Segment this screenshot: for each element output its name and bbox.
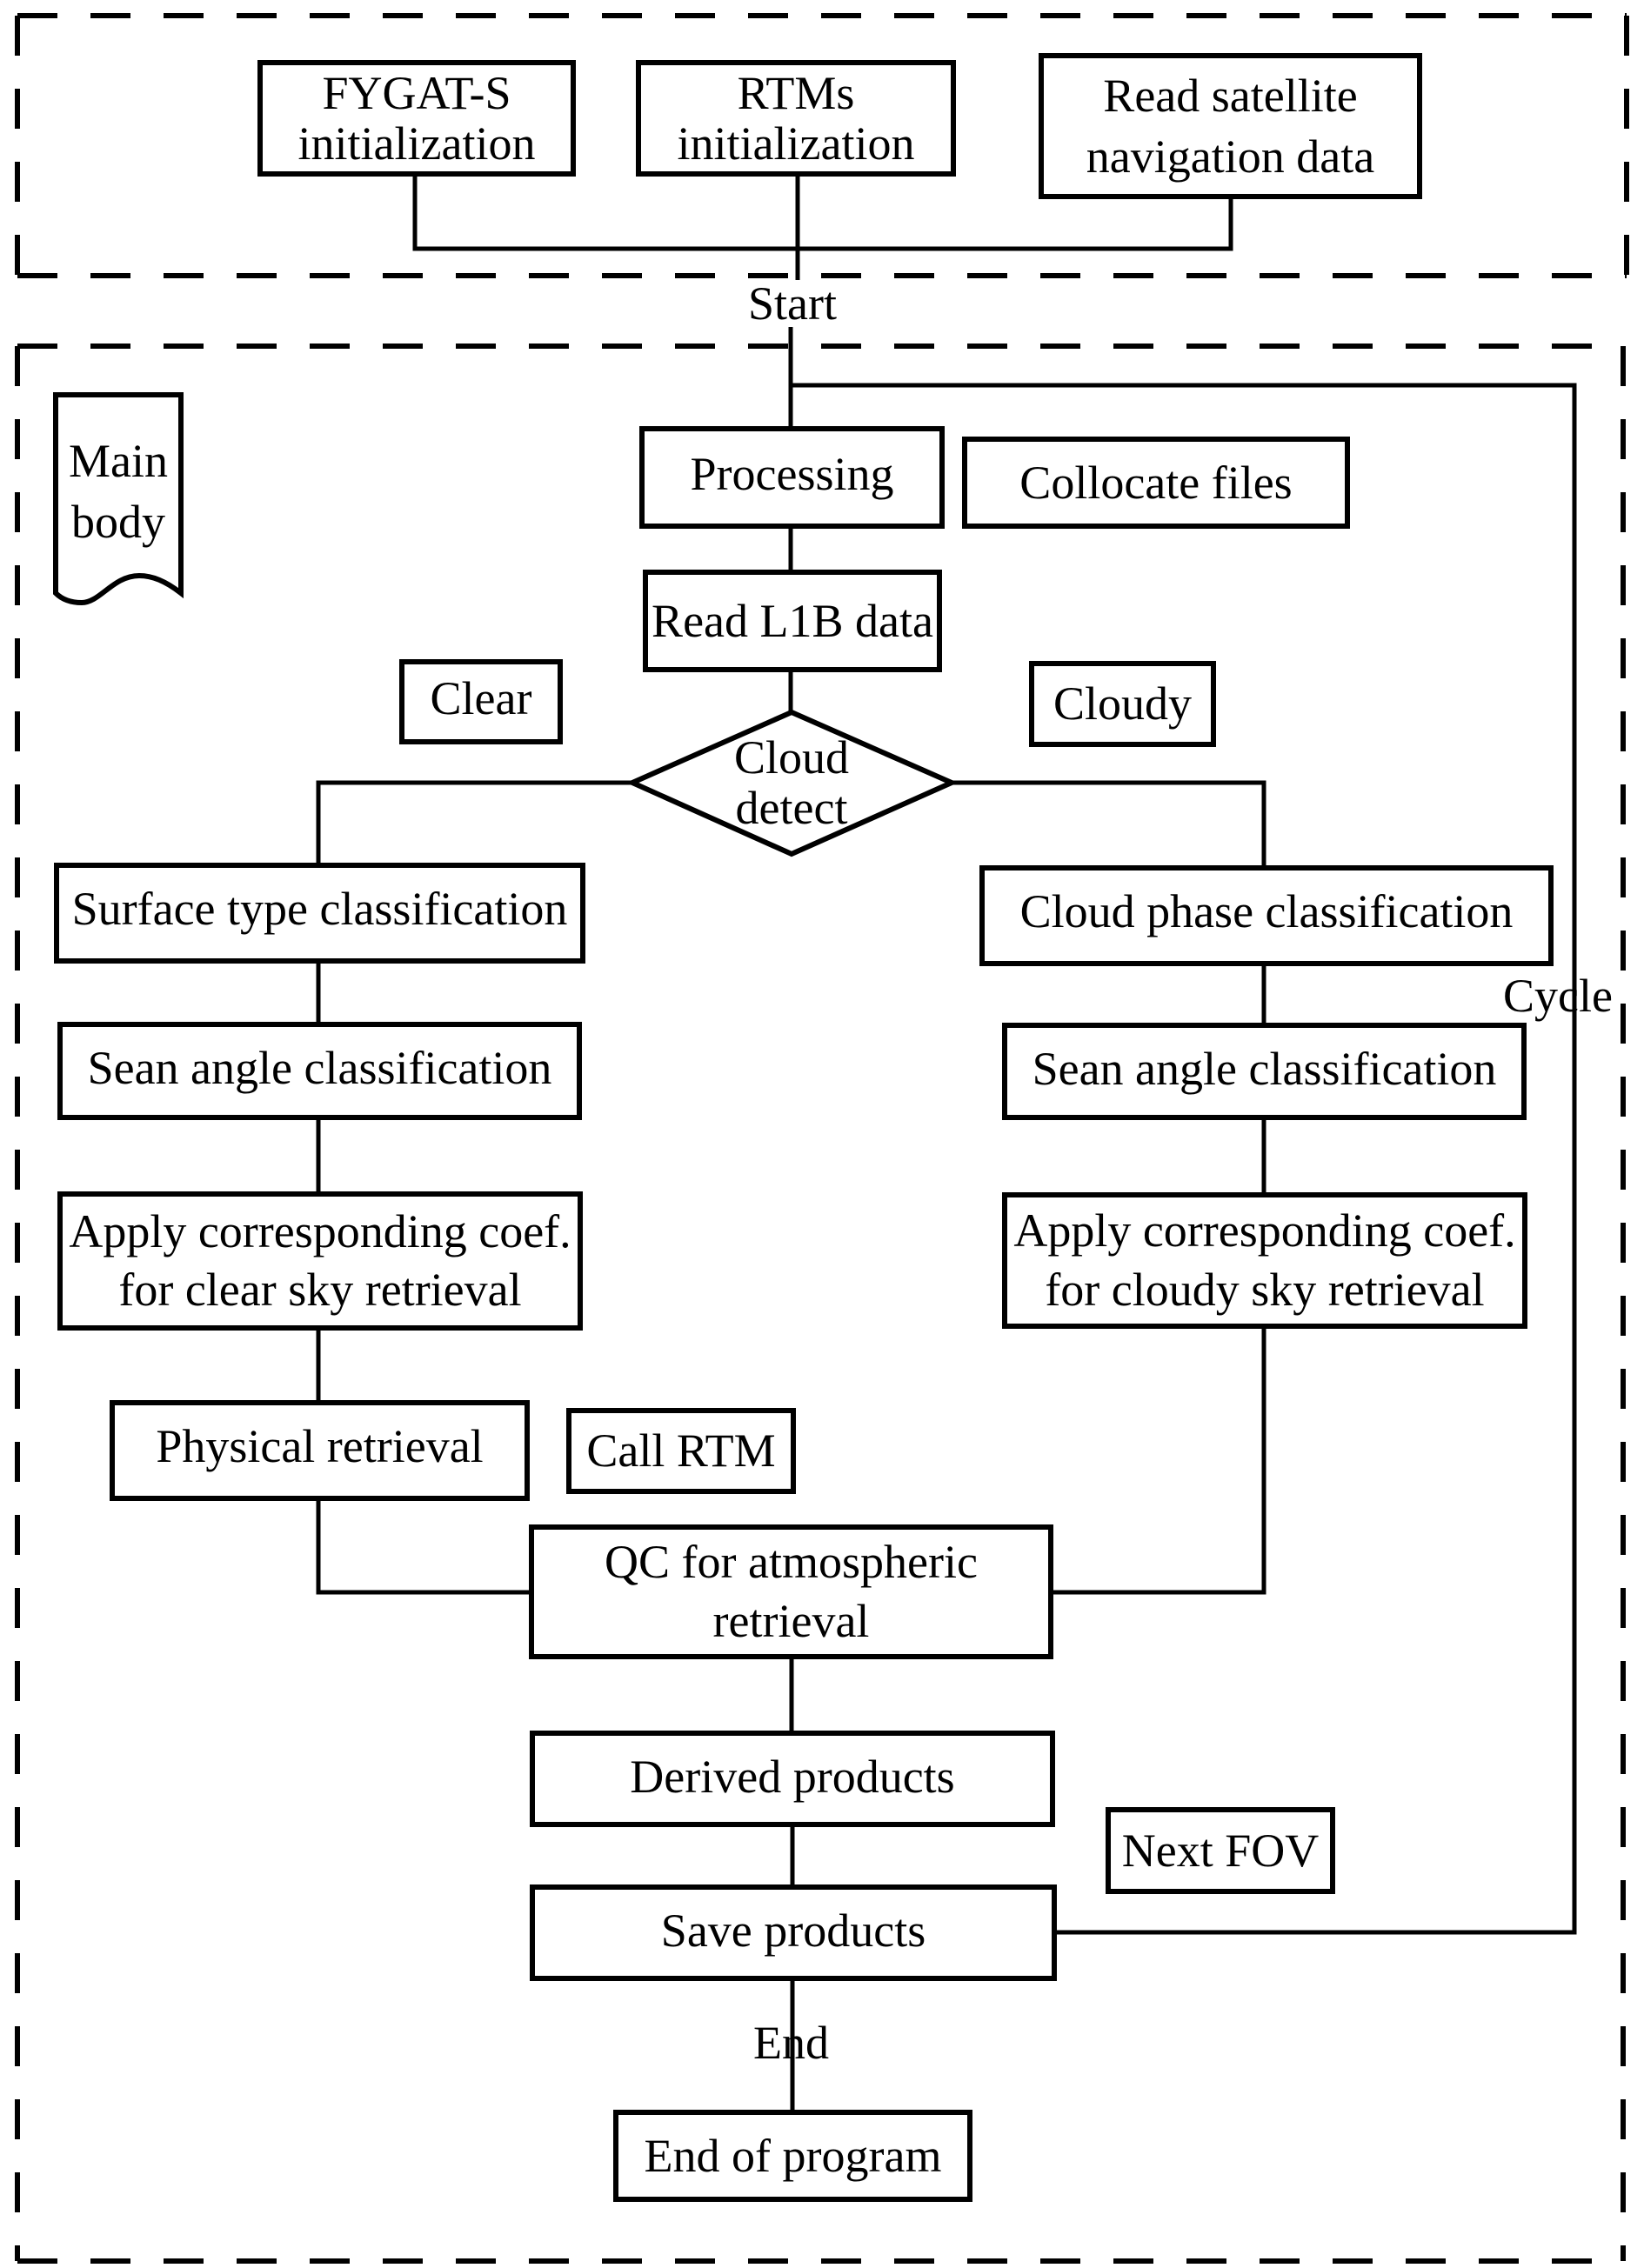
scan-angle-clear-box — [57, 1022, 582, 1120]
processing-label: Processing — [690, 447, 894, 500]
fygat-init-label: FYGAT-S initialization — [297, 66, 536, 170]
connector-fygat-to-bus — [412, 174, 1233, 251]
connector-decision-clear-branch — [316, 780, 632, 865]
connector-apply-cloudy-to-qc — [1051, 1326, 1266, 1595]
physical-retrieval-box — [110, 1400, 530, 1501]
physical-retrieval-label: Physical retrieval — [156, 1419, 484, 1472]
connector-decision-cloudy-branch — [952, 780, 1266, 868]
rtms-init-label: RTMs initialization — [677, 66, 915, 170]
scan-angle-cloudy-label: Sean angle classification — [1032, 1042, 1497, 1095]
cloudy-box — [1029, 661, 1216, 747]
end-of-program-box — [613, 2110, 972, 2202]
main-section-border — [15, 344, 1626, 2264]
apply-coef-cloudy-label: Apply corresponding coef. for cloudy sky… — [1013, 1204, 1516, 1316]
cycle-label: Cycle — [1503, 970, 1613, 1022]
end-of-program-label: End of program — [644, 2129, 942, 2182]
init-section-border — [15, 13, 1629, 278]
call-rtm-box — [566, 1408, 796, 1494]
processing-box — [639, 426, 945, 529]
derived-products-label: Derived products — [630, 1750, 955, 1803]
qc-label: QC for atmospheric retrieval — [605, 1536, 978, 1647]
apply-coef-clear-label: Apply corresponding coef. for clear sky … — [69, 1204, 571, 1317]
scan-angle-cloudy-box — [1002, 1023, 1527, 1120]
start-label: Start — [746, 277, 839, 330]
main-body-document-shape — [53, 392, 184, 606]
read-nav-box — [1039, 53, 1422, 199]
cycle-loop-line — [791, 383, 1577, 1935]
collocate-files-box — [962, 437, 1350, 529]
cloud-phase-box — [979, 865, 1554, 966]
next-fov-label: Next FOV — [1121, 1824, 1320, 1877]
read-l1b-label: Read L1B data — [652, 594, 933, 647]
read-l1b-box — [643, 570, 942, 672]
call-rtm-label: Call RTM — [586, 1424, 776, 1478]
connectors — [316, 174, 1577, 2112]
fygat-init-box — [257, 60, 576, 177]
cloud-phase-label: Cloud phase classification — [1019, 884, 1514, 937]
collocate-files-label: Collocate files — [1019, 456, 1293, 509]
clear-label: Clear — [430, 671, 532, 724]
cloudy-label: Cloudy — [1053, 677, 1193, 730]
rtms-init-box — [636, 60, 956, 177]
cloud-detect-diamond — [625, 709, 959, 857]
apply-coef-clear-box — [57, 1191, 583, 1331]
boxes — [53, 53, 1554, 2202]
read-nav-label: Read satellite navigation data — [1086, 69, 1375, 183]
scan-angle-clear-label: Sean angle classification — [87, 1042, 552, 1095]
derived-products-box — [530, 1731, 1055, 1827]
connector-physical-to-qc — [316, 1498, 531, 1595]
surface-type-box — [54, 863, 585, 964]
save-products-label: Save products — [660, 1904, 926, 1957]
qc-box — [529, 1524, 1053, 1659]
apply-coef-cloudy-box — [1002, 1192, 1527, 1329]
next-fov-box — [1106, 1807, 1335, 1894]
end-label: End — [753, 2017, 829, 2069]
surface-type-label: Surface type classification — [71, 882, 568, 935]
main-body-label: Main body — [69, 434, 168, 548]
cloud-detect-label: Cloud detect — [733, 730, 850, 834]
clear-box — [399, 659, 563, 744]
save-products-box — [530, 1884, 1057, 1981]
